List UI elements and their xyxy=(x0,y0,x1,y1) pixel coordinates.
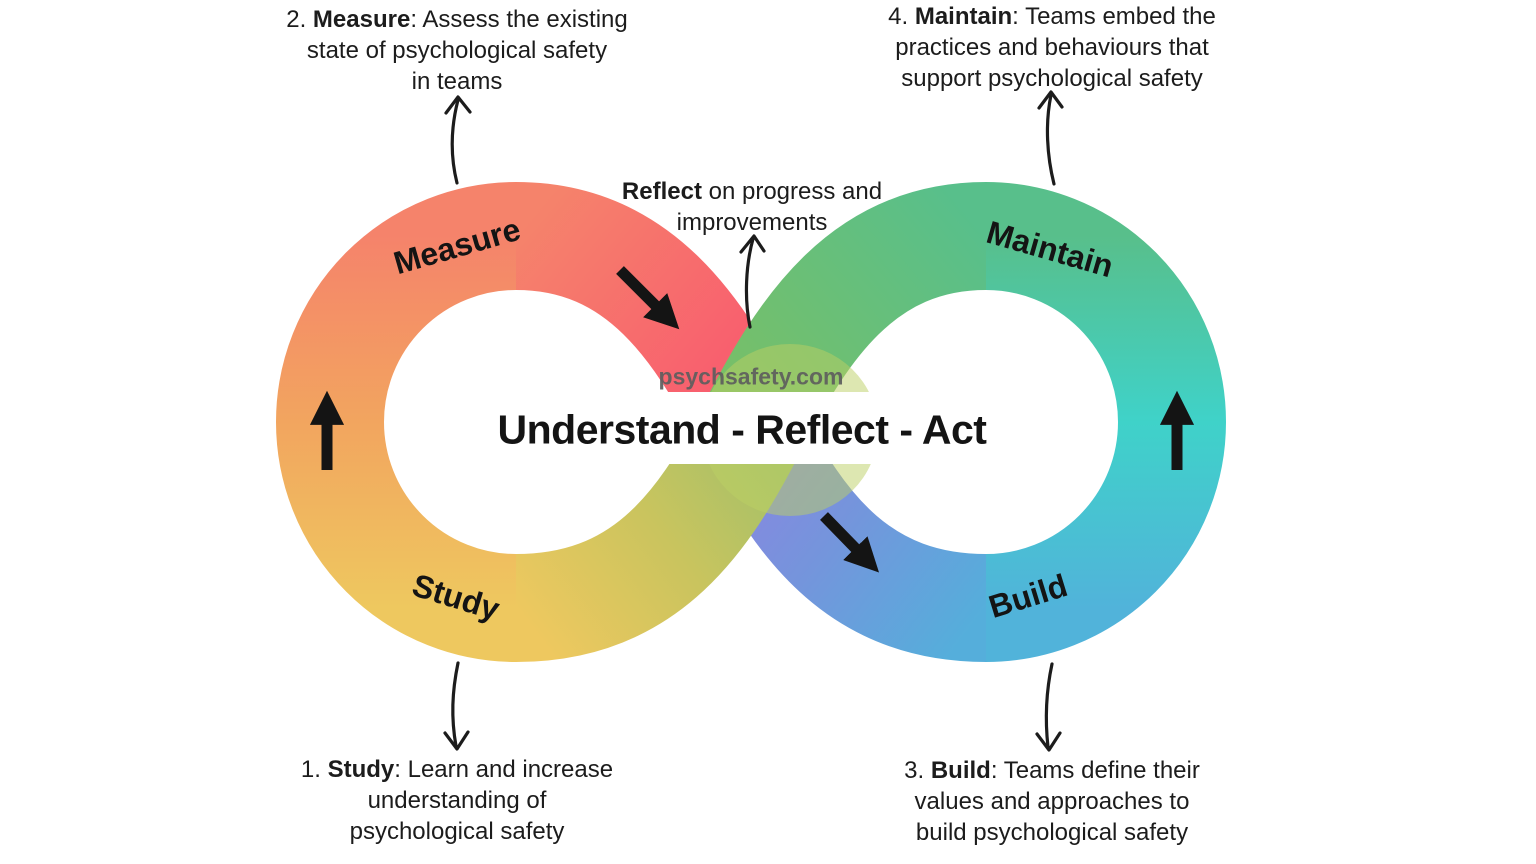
note-build: 3. Build: Teams define their values and … xyxy=(904,755,1200,848)
note-build-line2: values and approaches to xyxy=(914,788,1190,815)
annotation-arrow-reflect xyxy=(739,234,766,329)
note-build-text: : Teams define their xyxy=(990,757,1200,784)
note-study-line2: understanding of xyxy=(367,787,547,814)
note-measure-keyword: Measure xyxy=(312,6,411,33)
note-reflect-keyword: Reflect xyxy=(621,178,702,205)
page-title: Understand - Reflect - Act xyxy=(497,406,987,453)
note-study-line3: psychological safety xyxy=(349,818,565,845)
annotation-arrow-measure xyxy=(444,95,472,185)
annotation-arrow-maintain xyxy=(1037,90,1064,186)
note-maintain-text: : Teams embed the xyxy=(1012,3,1216,30)
note-measure-line3: in teams xyxy=(411,68,503,95)
flow-arrow-measure-to-reflect xyxy=(616,266,680,330)
note-study-keyword: Study xyxy=(327,756,395,783)
note-study: 1. Study: Learn and increase understandi… xyxy=(301,754,613,847)
note-build-keyword: Build xyxy=(930,757,991,784)
note-measure-line2: state of psychological safety xyxy=(306,37,608,64)
center-title-mask xyxy=(565,392,965,464)
watermark-psychsafety: psychsafety.com xyxy=(658,363,844,390)
flow-arrow-reflect-to-build xyxy=(820,512,880,573)
note-reflect: Reflect on progress and improvements xyxy=(622,176,882,238)
note-study-prefix: 1. xyxy=(300,756,328,783)
note-reflect-line2: improvements xyxy=(676,209,828,236)
annotation-arrow-study xyxy=(443,661,470,751)
note-build-prefix: 3. xyxy=(904,757,931,784)
note-maintain-line3: support psychological safety xyxy=(901,65,1203,92)
annotation-arrow-build xyxy=(1035,662,1062,752)
note-study-text: : Learn and increase xyxy=(394,756,614,783)
note-measure-prefix: 2. xyxy=(286,6,313,33)
note-reflect-text: on progress and xyxy=(701,178,883,205)
note-build-line3: build psychological safety xyxy=(915,819,1189,846)
note-maintain-line2: practices and behaviours that xyxy=(895,34,1209,61)
note-measure-text: : Assess the existing xyxy=(410,6,628,33)
right-loop-arc xyxy=(984,182,1226,662)
note-maintain-keyword: Maintain xyxy=(914,3,1013,30)
note-measure: 2. Measure: Assess the existing state of… xyxy=(286,4,628,97)
left-loop-arc xyxy=(276,182,518,662)
note-maintain-prefix: 4. xyxy=(888,3,915,30)
note-maintain: 4. Maintain: Teams embed the practices a… xyxy=(888,1,1216,94)
